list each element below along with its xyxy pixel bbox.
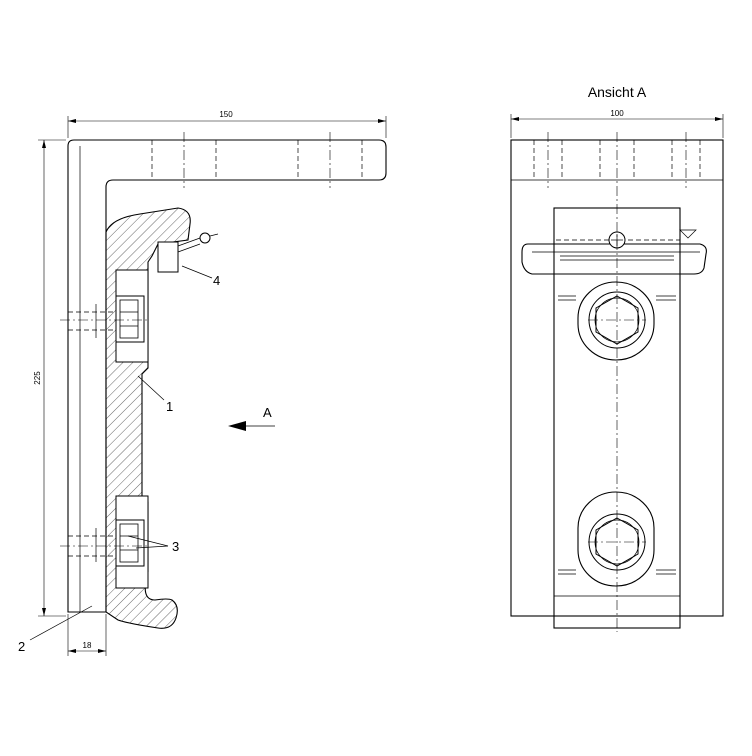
view-arrow-label: A — [263, 405, 272, 420]
flange-bores — [151, 132, 363, 188]
dim-label-right-width: 100 — [610, 109, 624, 118]
upper-bolt-assembly — [60, 269, 150, 363]
bracket-outline — [67, 139, 387, 613]
lower-bolt-assembly — [60, 495, 150, 589]
section-view — [29, 116, 387, 656]
dim-left-flange — [67, 614, 107, 656]
dim-left-height — [38, 139, 66, 617]
view-title: Ansicht A — [588, 84, 647, 100]
leader-2 — [29, 605, 93, 641]
leader-1 — [137, 375, 165, 401]
callout-3: 3 — [172, 539, 179, 554]
view-arrow — [228, 421, 275, 431]
callout-1: 1 — [166, 399, 173, 414]
leader-3b — [135, 545, 169, 549]
leader-4 — [181, 265, 213, 279]
set-screw — [157, 232, 219, 273]
dim-label-left-height: 225 — [33, 371, 42, 385]
front-view — [510, 114, 724, 632]
plate-top-bores — [533, 132, 701, 188]
dim-label-left-flange: 18 — [83, 641, 92, 650]
callout-2: 2 — [18, 639, 25, 654]
leader-3a — [127, 535, 169, 547]
dim-label-left-width: 150 — [219, 110, 233, 119]
callout-4: 4 — [213, 273, 220, 288]
dim-left-width — [67, 116, 387, 138]
clamp-top-bar — [521, 229, 707, 275]
dim-right-width — [510, 114, 724, 138]
